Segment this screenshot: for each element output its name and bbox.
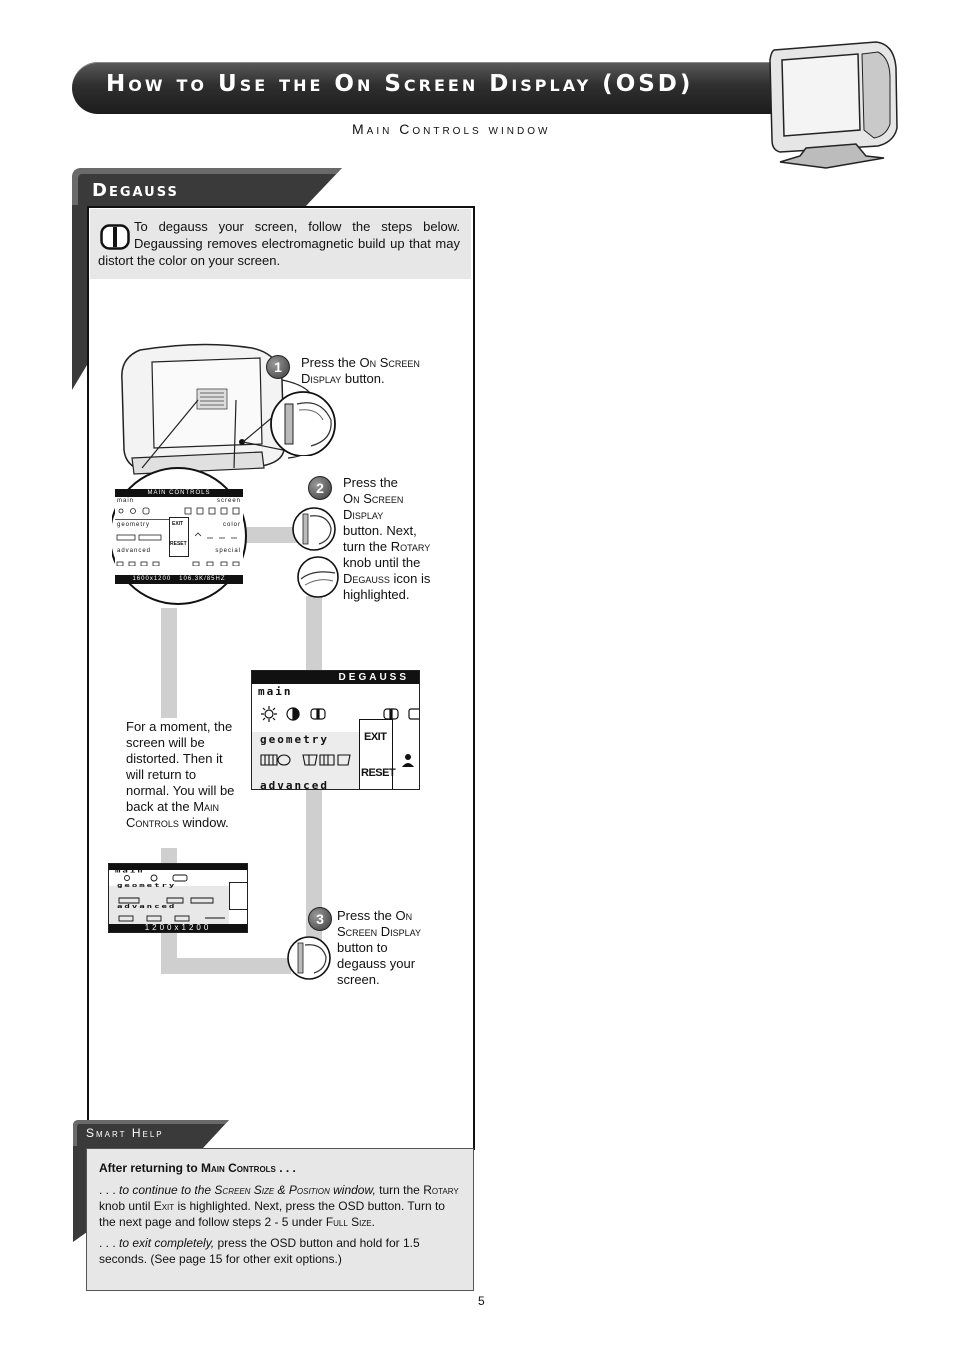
connector-line bbox=[240, 527, 300, 543]
connector-line bbox=[306, 786, 322, 946]
info-icon bbox=[100, 224, 130, 250]
osd-distorted-advanced: advanced bbox=[117, 904, 177, 910]
intro-box bbox=[90, 209, 471, 279]
smart-help-side-strip bbox=[73, 1146, 87, 1242]
osd-small-window: MAIN CONTROLS main screen geometry color… bbox=[115, 489, 243, 584]
osd-small-color: color bbox=[222, 522, 241, 528]
geometry-icons bbox=[260, 754, 351, 766]
osd-distorted-geometry: geometry bbox=[117, 883, 177, 889]
osd-small-main: main bbox=[117, 498, 135, 504]
osd-button-icon bbox=[287, 936, 331, 980]
osd-degauss-window: DEGAUSS main geometry advanced EXIT RESE… bbox=[251, 670, 420, 790]
osd-small-screen: screen bbox=[216, 498, 241, 504]
osd-distorted-window: main geometry advanced 1200x1200 bbox=[108, 863, 248, 933]
section-tab bbox=[72, 168, 342, 208]
button-zoom-illustration bbox=[242, 391, 336, 456]
osd-exit-label: EXIT bbox=[364, 731, 387, 743]
step-1-badge: 1 bbox=[266, 355, 290, 379]
section-side-strip bbox=[72, 205, 90, 390]
osd-distorted-icons bbox=[118, 874, 225, 922]
smart-help-title: Smart Help bbox=[86, 1126, 164, 1140]
monitor-icon bbox=[769, 41, 898, 169]
osd-geometry-label: geometry bbox=[260, 733, 329, 746]
smart-help-paragraph-1: . . . to continue to the Screen Size & P… bbox=[99, 1183, 459, 1229]
intro-text: To degauss your screen, follow the steps… bbox=[98, 219, 460, 268]
osd-advanced-label: advanced bbox=[260, 779, 329, 790]
smart-help-box bbox=[86, 1148, 474, 1291]
osd-small-title: MAIN CONTROLS bbox=[115, 489, 243, 497]
note-text: For a moment, the screen will be distort… bbox=[126, 719, 235, 830]
page-subtitle: Main Controls window bbox=[352, 121, 551, 137]
step-3-badge: 3 bbox=[308, 907, 332, 931]
osd-distorted-status: 1200x1200 bbox=[109, 924, 247, 932]
osd-distorted-main: main bbox=[115, 867, 145, 875]
osd-small-icons bbox=[116, 507, 240, 566]
osd-reset-label: RESET bbox=[361, 767, 396, 779]
title-banner: How to Use the On Screen Display (OSD) bbox=[72, 62, 812, 114]
section-title: Degauss bbox=[92, 180, 179, 201]
osd-title: DEGAUSS bbox=[252, 671, 419, 684]
step-2-badge: 2 bbox=[308, 476, 332, 500]
osd-small-exit: EXIT bbox=[172, 521, 184, 527]
osd-button-icon bbox=[292, 507, 336, 551]
connector-line bbox=[306, 596, 322, 674]
osd-small-special: special bbox=[215, 548, 241, 554]
smart-help-content: After returning to Main Controls . . . .… bbox=[99, 1160, 461, 1272]
smart-help-paragraph-2: . . . to exit completely, press the OSD … bbox=[99, 1236, 420, 1266]
osd-main-label: main bbox=[258, 685, 293, 698]
connector-line bbox=[161, 958, 291, 974]
rotary-knob-icon bbox=[297, 556, 339, 598]
smart-help-heading: After returning to Main Controls . . . bbox=[99, 1161, 296, 1175]
page-title: How to Use the On Screen Display (OSD) bbox=[106, 71, 694, 97]
osd-small-advanced: advanced bbox=[117, 548, 152, 554]
osd-small-reset: RESET bbox=[170, 541, 187, 547]
osd-small-status: 1600x1200 106.3K/85HZ bbox=[115, 575, 243, 584]
osd-small-geometry: geometry bbox=[117, 522, 151, 528]
smart-help-tab bbox=[73, 1120, 229, 1148]
page-number: 5 bbox=[478, 1294, 486, 1308]
connector-line bbox=[161, 608, 177, 718]
